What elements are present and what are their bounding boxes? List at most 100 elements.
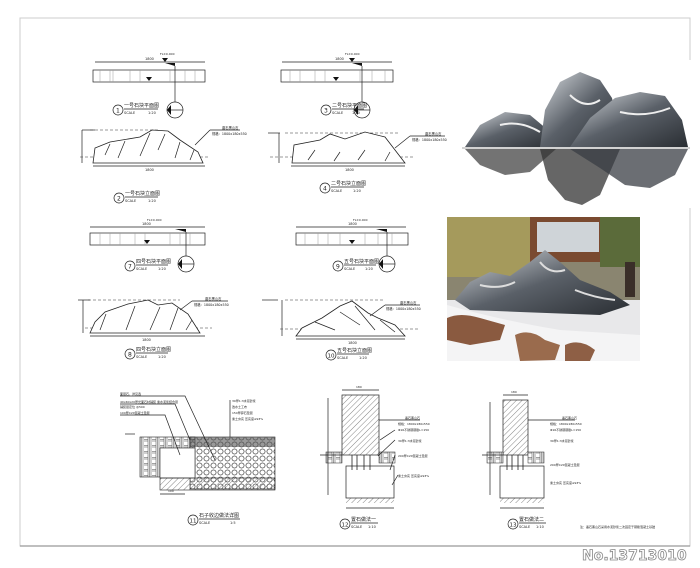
svg-text:SCALE: SCALE [332, 111, 343, 115]
svg-text:7: 7 [128, 264, 132, 271]
installed-rocks-photo [447, 217, 640, 361]
svg-text:二号石块平面图: 二号石块平面图 [332, 102, 367, 109]
svg-text:1:20: 1:20 [365, 267, 373, 271]
detail-13-title: 13 置石做法二 SCALE 1:10 [507, 516, 546, 530]
level-text: FL±0.000 [160, 52, 175, 56]
svg-text:1:10: 1:10 [536, 525, 544, 529]
svg-text:1:20: 1:20 [158, 355, 166, 359]
view-8-elevation: 1800 晶石黑山石 规格：1800x180x550 [78, 296, 229, 342]
svg-text:1:20: 1:20 [353, 189, 361, 193]
svg-text:12: 12 [342, 523, 349, 529]
svg-text:1:20: 1:20 [158, 267, 166, 271]
view-10-title: 10 五号石块立面图 SCALE 1:20 [325, 347, 372, 361]
svg-text:30厚1:3水泥砂浆: 30厚1:3水泥砂浆 [398, 438, 422, 443]
svg-text:200厚C20混凝土垫层: 200厚C20混凝土垫层 [398, 453, 428, 458]
svg-text:晶石黑山石: 晶石黑山石 [405, 415, 420, 420]
svg-text:200厚C20混凝土垫层: 200厚C20混凝土垫层 [550, 462, 580, 467]
svg-text:一号石块立面图: 一号石块立面图 [125, 190, 160, 197]
svg-text:30厚1:3水泥砂浆: 30厚1:3水泥砂浆 [232, 398, 256, 403]
sheet-note: 注：晶石黑山石采用水泥砂浆二次固定于钢筋混凝土基础 [580, 524, 655, 529]
view-2-elevation: 1800 晶石黑山石 规格：1800x180x550 [80, 125, 247, 172]
svg-text:8: 8 [128, 352, 132, 359]
svg-text:面层石，详见选: 面层石，详见选 [120, 391, 141, 396]
svg-text:100: 100 [168, 489, 174, 493]
svg-text:SCALE: SCALE [337, 356, 348, 360]
dimension-text: 1800 [145, 57, 154, 61]
view-9-plan: 1800 FL±0.000 [295, 218, 409, 273]
svg-text:铺装层定位 @500: 铺装层定位 @500 [120, 404, 145, 409]
rock-reflection-photo [458, 60, 693, 208]
svg-text:1:20: 1:20 [359, 356, 367, 360]
svg-text:规格：1800x180x550: 规格：1800x180x550 [194, 302, 229, 307]
svg-text:SCALE: SCALE [124, 111, 135, 115]
svg-text:晶石黑山石: 晶石黑山石 [425, 131, 442, 136]
svg-text:素土夯实 压实度≥93%: 素土夯实 压实度≥93% [232, 416, 263, 421]
svg-text:9: 9 [336, 264, 340, 271]
svg-text:3: 3 [324, 108, 328, 115]
svg-text:二号石块立面图: 二号石块立面图 [331, 180, 366, 187]
svg-text:Φ16不锈钢钢筋L=150: Φ16不锈钢钢筋L=150 [550, 427, 581, 432]
svg-text:规格：1800x180x550: 规格：1800x180x550 [550, 421, 582, 426]
view-3-title: 3 二号石块平面图 SCALE 1:20 [320, 102, 367, 116]
svg-text:FL±0.000: FL±0.000 [353, 218, 368, 222]
svg-text:1800: 1800 [345, 168, 354, 172]
svg-text:晶石黑山石: 晶石黑山石 [222, 125, 239, 130]
svg-text:1:20: 1:20 [148, 199, 156, 203]
svg-text:1800: 1800 [348, 222, 357, 226]
svg-text:SCALE: SCALE [199, 521, 210, 525]
svg-text:四号石块平面图: 四号石块平面图 [136, 258, 171, 265]
svg-text:100厚C20混凝土垫层: 100厚C20混凝土垫层 [120, 410, 150, 415]
detail-12-title: 12 置石做法一 SCALE 1:10 [339, 516, 378, 530]
view-1-plan: 1800 FL±0.000 [92, 52, 206, 119]
svg-text:素土夯实 压实度≥93%: 素土夯实 压实度≥93% [398, 473, 429, 478]
svg-text:一号石块平面图: 一号石块平面图 [124, 102, 159, 109]
svg-text:1800: 1800 [335, 57, 344, 61]
svg-text:SCALE: SCALE [331, 189, 342, 193]
svg-text:五号石块立面图: 五号石块立面图 [337, 347, 372, 354]
svg-text:规格：1800x180x550: 规格：1800x180x550 [398, 421, 430, 426]
svg-text:150厚碎石垫层: 150厚碎石垫层 [232, 410, 253, 415]
view-3-plan: 1800 FL±0.000 [280, 52, 394, 119]
svg-text:1: 1 [116, 108, 120, 115]
svg-text:180: 180 [511, 390, 517, 394]
svg-text:1800: 1800 [142, 222, 151, 226]
view-10-elevation: 1800 晶石黑山石 规格：1800x180x550 [262, 299, 421, 345]
view-4-title: 4 二号石块立面图 SCALE 1:20 [319, 180, 366, 194]
svg-text:1:20: 1:20 [352, 111, 360, 115]
svg-text:1800: 1800 [348, 341, 357, 345]
detail-11-edging: 100 面层石，详见选 40x40x20厚光面石材铺装 素水泥浆结合层 铺装层定… [120, 391, 276, 495]
svg-text:1800: 1800 [145, 168, 154, 172]
view-4-elevation: 1800 晶石黑山石 规格：1800x180x550 [268, 131, 447, 172]
view-2-title: 2 一号石块立面图 SCALE 1:20 [113, 190, 160, 204]
svg-text:SCALE: SCALE [519, 525, 530, 529]
detail-13-rock-setting: 180 晶石黑山石 规格：1800x180x550 Φ16不锈钢钢筋L=150 … [482, 390, 582, 509]
svg-text:规格：1800x180x550: 规格：1800x180x550 [212, 131, 247, 136]
svg-text:SCALE: SCALE [344, 267, 355, 271]
svg-text:五号石块平面图: 五号石块平面图 [344, 258, 379, 265]
svg-text:置石做法二: 置石做法二 [519, 516, 544, 523]
svg-text:SCALE: SCALE [136, 355, 147, 359]
svg-text:规格：1800x180x550: 规格：1800x180x550 [412, 137, 447, 142]
svg-text:石子收边做法详图: 石子收边做法详图 [199, 512, 239, 519]
svg-text:透水土工布: 透水土工布 [232, 404, 247, 409]
svg-text:13: 13 [510, 523, 517, 529]
svg-text:1:10: 1:10 [368, 525, 376, 529]
svg-text:规格：1800x180x550: 规格：1800x180x550 [386, 306, 421, 311]
detail-11-title: 11 石子收边做法详图 SCALE 1:5 [187, 512, 240, 526]
svg-text:2: 2 [117, 196, 121, 203]
detail-12-rock-setting: 180 晶石黑山石 规格：1800x180x550 Φ16不锈钢钢筋L=150 … [320, 385, 430, 509]
svg-text:1:20: 1:20 [148, 111, 156, 115]
svg-text:素土夯实 压实度≥93%: 素土夯实 压实度≥93% [550, 480, 581, 485]
svg-text:FL±0.000: FL±0.000 [147, 218, 162, 222]
svg-text:Φ16不锈钢钢筋L=150: Φ16不锈钢钢筋L=150 [398, 427, 429, 432]
svg-text:FL±0.000: FL±0.000 [345, 52, 360, 56]
watermark-id: No.13713010 [582, 548, 687, 564]
svg-text:四号石块立面图: 四号石块立面图 [136, 346, 171, 353]
svg-text:SCALE: SCALE [351, 525, 362, 529]
view-7-plan: 1800 FL±0.000 [89, 218, 206, 273]
svg-text:SCALE: SCALE [125, 199, 136, 203]
svg-text:1:5: 1:5 [230, 521, 236, 525]
view-8-title: 8 四号石块立面图 SCALE 1:20 [124, 346, 171, 360]
view-7-title: 7 四号石块平面图 SCALE 1:20 [124, 258, 171, 272]
svg-text:10: 10 [328, 354, 335, 360]
